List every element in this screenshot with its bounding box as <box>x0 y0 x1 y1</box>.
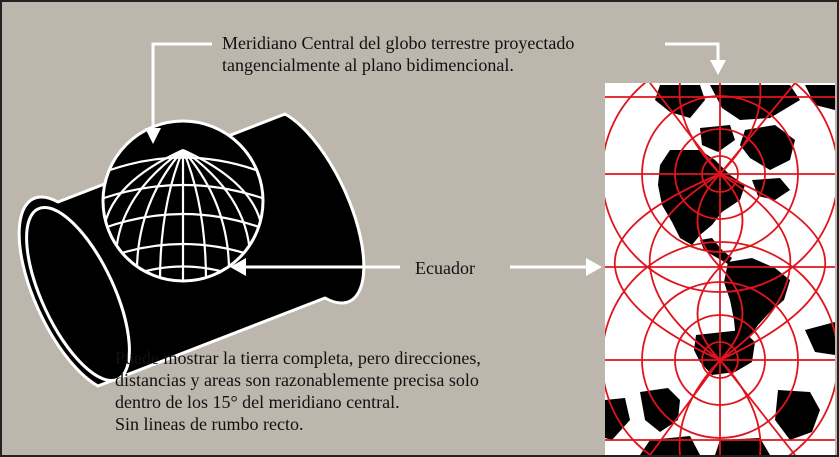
description-line-2: distancias y areas son razonablemente pr… <box>115 370 479 390</box>
meridian-label-line-1: Meridiano Central del globo terrestre pr… <box>222 33 575 53</box>
cylinder-with-globe-icon <box>17 112 366 388</box>
arrow-to-map-equator <box>510 258 602 276</box>
meridian-label: Meridiano Central del globo terrestre pr… <box>222 32 574 76</box>
arrow-to-globe-equator <box>230 258 400 276</box>
transverse-mercator-map-icon <box>605 83 835 455</box>
description-text: Puede mostrar la tierra completa, pero d… <box>115 347 481 435</box>
arrow-to-globe <box>145 42 212 144</box>
arrow-to-map <box>665 42 726 75</box>
cylinder-near-end <box>25 205 131 383</box>
description-line-3: dentro de los 15° del meridiano central. <box>115 392 400 412</box>
meridian-label-line-2: tangencialmente al plano bidimencional. <box>222 55 514 75</box>
description-line-4: Sin lineas de rumbo recto. <box>115 414 304 434</box>
equator-label: Ecuador <box>415 258 475 278</box>
description-line-1: Puede mostrar la tierra completa, pero d… <box>115 348 481 368</box>
